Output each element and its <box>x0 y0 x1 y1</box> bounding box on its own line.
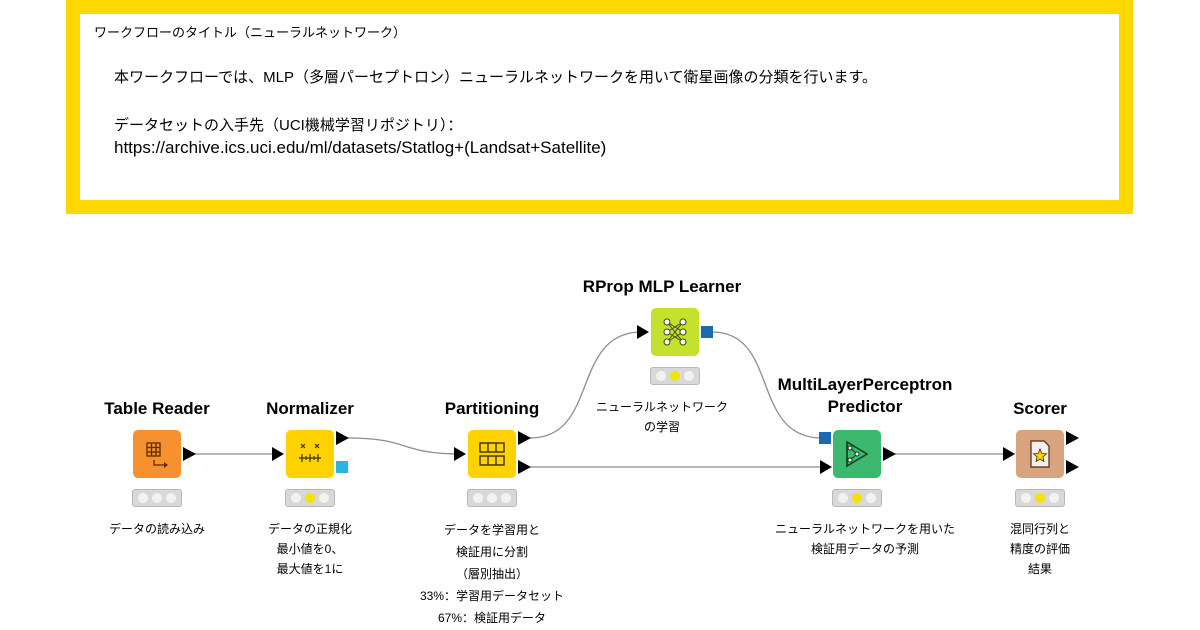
status-traffic-light <box>467 489 517 507</box>
output-port-partitioning-first[interactable] <box>518 431 532 445</box>
table-reader-icon[interactable] <box>133 430 181 478</box>
input-port-scorer[interactable] <box>1003 447 1015 461</box>
status-traffic-light <box>832 489 882 507</box>
output-port-scorer-confusion[interactable] <box>1066 431 1080 445</box>
node-title: Scorer <box>1013 399 1067 418</box>
output-port-predictor[interactable] <box>883 447 897 461</box>
node-title: Table Reader <box>104 399 210 418</box>
input-port-rprop[interactable] <box>637 325 649 339</box>
input-port-predictor-model[interactable] <box>819 432 831 444</box>
node-title: MultiLayerPerceptron Predictor <box>777 375 953 416</box>
input-port-partitioning[interactable] <box>454 447 466 461</box>
normalizer-icon[interactable] <box>286 430 334 478</box>
status-traffic-light <box>650 367 700 385</box>
output-port-scorer-accuracy[interactable] <box>1066 460 1080 474</box>
node-description: ニューラルネットワーク の学習 <box>595 400 728 434</box>
node-title: Partitioning <box>444 399 540 418</box>
node-description: 混同行列と 精度の評価 結果 <box>1009 522 1070 576</box>
output-port-rprop-model[interactable] <box>701 326 713 338</box>
annotation-source-url: https://archive.ics.uci.edu/ml/datasets/… <box>114 138 607 157</box>
status-traffic-light <box>132 489 182 507</box>
rprop-learner-icon[interactable] <box>651 308 699 356</box>
output-port-partitioning-second[interactable] <box>518 460 532 474</box>
node-description: データの正規化 最小値を0、 最大値を1に <box>267 522 352 576</box>
scorer-icon[interactable] <box>1016 430 1064 478</box>
output-port-table-reader[interactable] <box>183 447 197 461</box>
output-port-normalizer-data[interactable] <box>336 431 350 445</box>
annotation-source-label: データセットの入手先（UCI機械学習リポジトリ）： <box>114 117 463 134</box>
connection-normalizer-partitioning[interactable] <box>347 437 461 455</box>
node-description: ニューラルネットワークを用いた 検証用データの予測 <box>774 522 955 556</box>
workflow-annotation[interactable]: ワークフローのタイトル（ニューラルネットワーク） 本ワークフローでは、MLP（多… <box>66 0 1133 214</box>
node-title: RProp MLP Learner <box>582 277 742 296</box>
connection-rprop-predictor[interactable] <box>711 331 823 439</box>
input-port-predictor-data[interactable] <box>820 460 832 474</box>
mlp-predictor-icon[interactable] <box>833 430 881 478</box>
annotation-title: ワークフローのタイトル（ニューラルネットワーク） <box>94 25 407 40</box>
node-description: データを学習用と 検証用に分割 （層別抽出） 33%：学習用データセット 67%… <box>419 523 565 625</box>
node-title: Normalizer <box>266 399 354 418</box>
output-port-normalizer-model[interactable] <box>336 461 348 473</box>
partitioning-icon[interactable] <box>468 430 516 478</box>
connection-partitioning-rprop[interactable] <box>529 331 643 439</box>
input-port-normalizer[interactable] <box>272 447 284 461</box>
node-description: データの読み込み <box>108 522 205 536</box>
status-traffic-light <box>1015 489 1065 507</box>
status-traffic-light <box>285 489 335 507</box>
annotation-description: 本ワークフローでは、MLP（多層パーセプトロン）ニューラルネットワークを用いて衛… <box>114 69 877 86</box>
